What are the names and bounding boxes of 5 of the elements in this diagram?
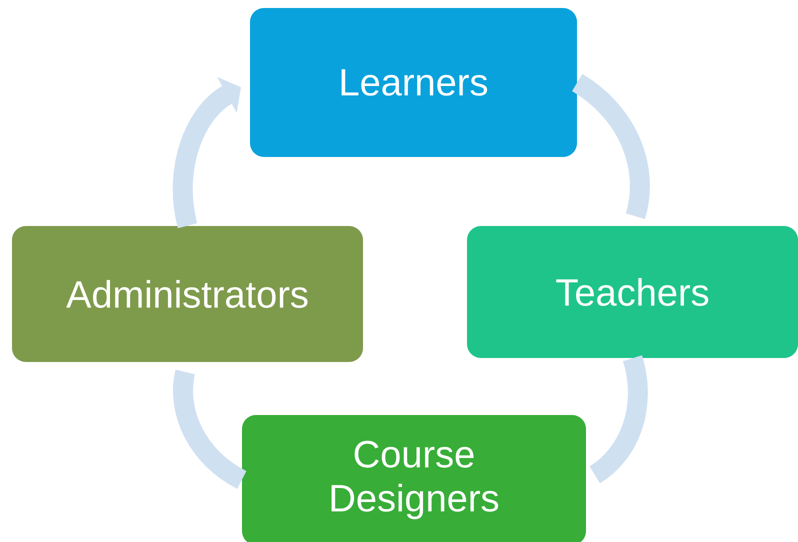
process-box: Course Designers (242, 415, 586, 542)
process-box: Teachers (467, 226, 798, 358)
process-box: Administrators (12, 226, 363, 362)
cycle-arrow (172, 76, 241, 228)
process-box: Learners (250, 8, 577, 157)
